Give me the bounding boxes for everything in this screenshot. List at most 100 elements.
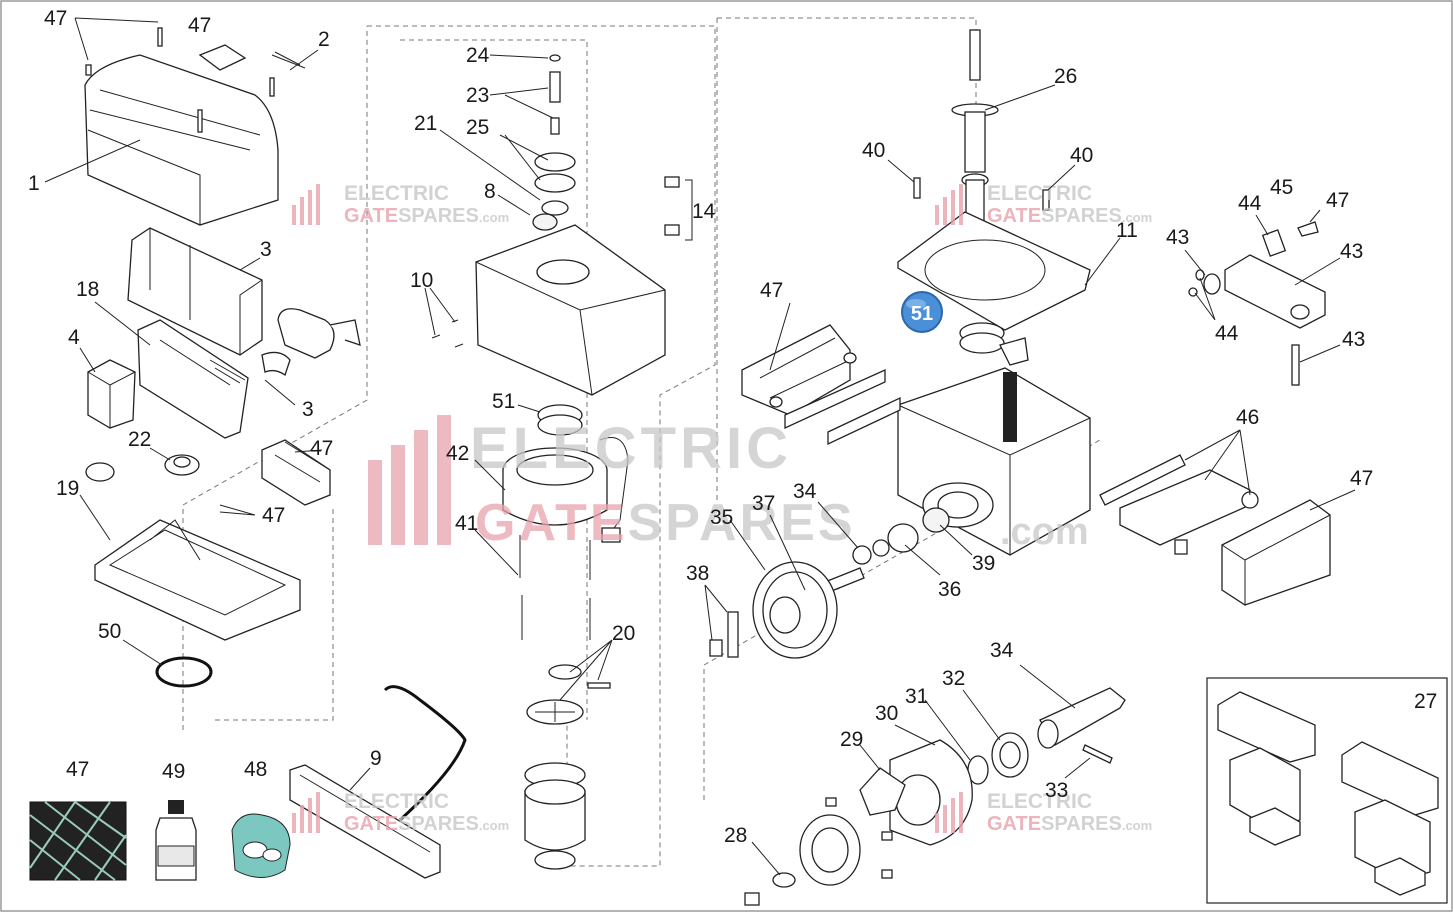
callout-43a: 43 [1166, 226, 1189, 249]
watermark-small-1-suffix: .com [479, 210, 509, 225]
watermark-large-spares: SPARES [628, 494, 856, 552]
watermark-small-3-suffix: .com [479, 818, 509, 833]
watermark-small-1-gate: GATE [344, 205, 398, 227]
part-10-screws [431, 319, 464, 348]
callout-11: 11 [1116, 219, 1138, 242]
callout-21: 21 [414, 112, 437, 135]
callout-41: 41 [455, 512, 478, 535]
callout-34a: 34 [793, 480, 817, 503]
callout-32: 32 [942, 667, 965, 690]
watermark-small-1-line1: ELECTRIC [344, 182, 449, 205]
callout-43b: 43 [1340, 240, 1363, 263]
callout-40b: 40 [1070, 144, 1093, 167]
callout-27: 27 [1414, 690, 1437, 713]
part-51-bearing [537, 404, 583, 436]
screws-47-top [85, 27, 275, 133]
callout-49: 49 [162, 760, 185, 783]
watermark-large: ELECTRIC GATESPARES .com [368, 415, 1089, 553]
callout-42: 42 [446, 442, 469, 465]
part-48-grease [231, 813, 291, 878]
svg-text:GATESPARES: GATESPARES [475, 494, 856, 552]
callout-45: 45 [1270, 176, 1293, 199]
part-41-bolts [519, 535, 591, 640]
callout-23: 23 [466, 84, 489, 107]
leader-lines [44, 17, 1356, 876]
watermark-small-4-gate: GATE [987, 813, 1041, 835]
callout-10: 10 [410, 269, 433, 292]
watermark-small-2-spares: SPARES [1041, 205, 1122, 227]
part-3-inner-cover [127, 227, 263, 356]
part-40-pin-a [913, 177, 921, 199]
part-44-45-bushings [1261, 221, 1319, 257]
callout-1: 1 [28, 172, 40, 195]
part-50-oring [155, 656, 213, 688]
callout-51b: 51 [911, 303, 933, 325]
callout-44a: 44 [1238, 192, 1262, 215]
part-47-end-cover [1221, 499, 1331, 606]
svg-text:GATESPARES.com: GATESPARES.com [344, 813, 509, 835]
part-38-key [709, 611, 739, 658]
watermark-small-1: ELECTRIC GATESPARES.com [292, 182, 509, 227]
callout-48: 48 [244, 758, 267, 781]
callout-14: 14 [692, 200, 716, 223]
callout-4: 4 [68, 326, 80, 349]
callout-19: 19 [56, 477, 79, 500]
part-51-bearing-right [959, 322, 1029, 366]
watermark-small-4-spares: SPARES [1041, 813, 1122, 835]
callout-37: 37 [752, 492, 775, 515]
callout-18: 18 [76, 278, 99, 301]
callout-8: 8 [484, 180, 496, 203]
callout-25: 25 [466, 116, 489, 139]
part-46-plates [1099, 454, 1259, 555]
callout-43c: 43 [1342, 328, 1365, 351]
callout-47g: 47 [1326, 189, 1349, 212]
gearbox-housing [897, 367, 1091, 556]
center-small-parts [532, 54, 680, 236]
part-32-31-bearings [967, 732, 1029, 785]
callout-47a: 47 [44, 7, 67, 30]
callout-46: 46 [1236, 406, 1259, 429]
callout-47h: 47 [1350, 467, 1373, 490]
watermark-small-3-line1: ELECTRIC [344, 790, 449, 813]
watermark-large-gate: GATE [475, 494, 628, 552]
callout-34b: 34 [990, 639, 1014, 662]
part-40-pin-b [1042, 189, 1050, 211]
part-1-cover [84, 54, 279, 226]
callout-44b: 44 [1215, 322, 1239, 345]
callout-24: 24 [466, 44, 490, 67]
part-34-drive-shaft [1037, 687, 1126, 749]
callout-9: 9 [370, 747, 382, 770]
callout-47d: 47 [262, 504, 285, 527]
watermark-large-suffix: .com [1000, 511, 1089, 553]
part-9-rail [289, 685, 467, 879]
callouts: 47 47 2 1 3 18 4 3 22 47 19 47 50 47 49 … [28, 7, 1437, 847]
callout-35: 35 [710, 506, 733, 529]
part-35-gear [752, 561, 838, 659]
watermark-small-2-line1: ELECTRIC [987, 182, 1092, 205]
part-3-clip [261, 351, 291, 377]
part-42-ring [502, 437, 629, 543]
terminal-block [261, 439, 331, 506]
part-43-pin [1291, 344, 1300, 386]
inset-27-box [1206, 677, 1448, 904]
svg-text:GATESPARES.com: GATESPARES.com [987, 813, 1152, 835]
callout-3a: 3 [260, 238, 272, 261]
part-20-set [526, 664, 611, 725]
housing-top [475, 224, 666, 396]
part-49-bottle [155, 800, 197, 881]
watermark-small-4-suffix: .com [1122, 818, 1152, 833]
part-4-transformer [87, 359, 136, 429]
watermark-small-3-gate: GATE [344, 813, 398, 835]
watermark-large-line1: ELECTRIC [470, 416, 792, 481]
callout-47f: 47 [760, 279, 783, 302]
svg-text:GATESPARES.com: GATESPARES.com [344, 205, 509, 227]
callout-50: 50 [98, 620, 121, 643]
callout-47e: 47 [66, 758, 89, 781]
part-2-spring [271, 51, 306, 69]
part-11-gasket [897, 211, 1091, 331]
callout-2: 2 [318, 28, 330, 51]
watermark-small-4: ELECTRIC GATESPARES.com [935, 790, 1152, 835]
watermark-small-2-suffix: .com [1122, 210, 1152, 225]
